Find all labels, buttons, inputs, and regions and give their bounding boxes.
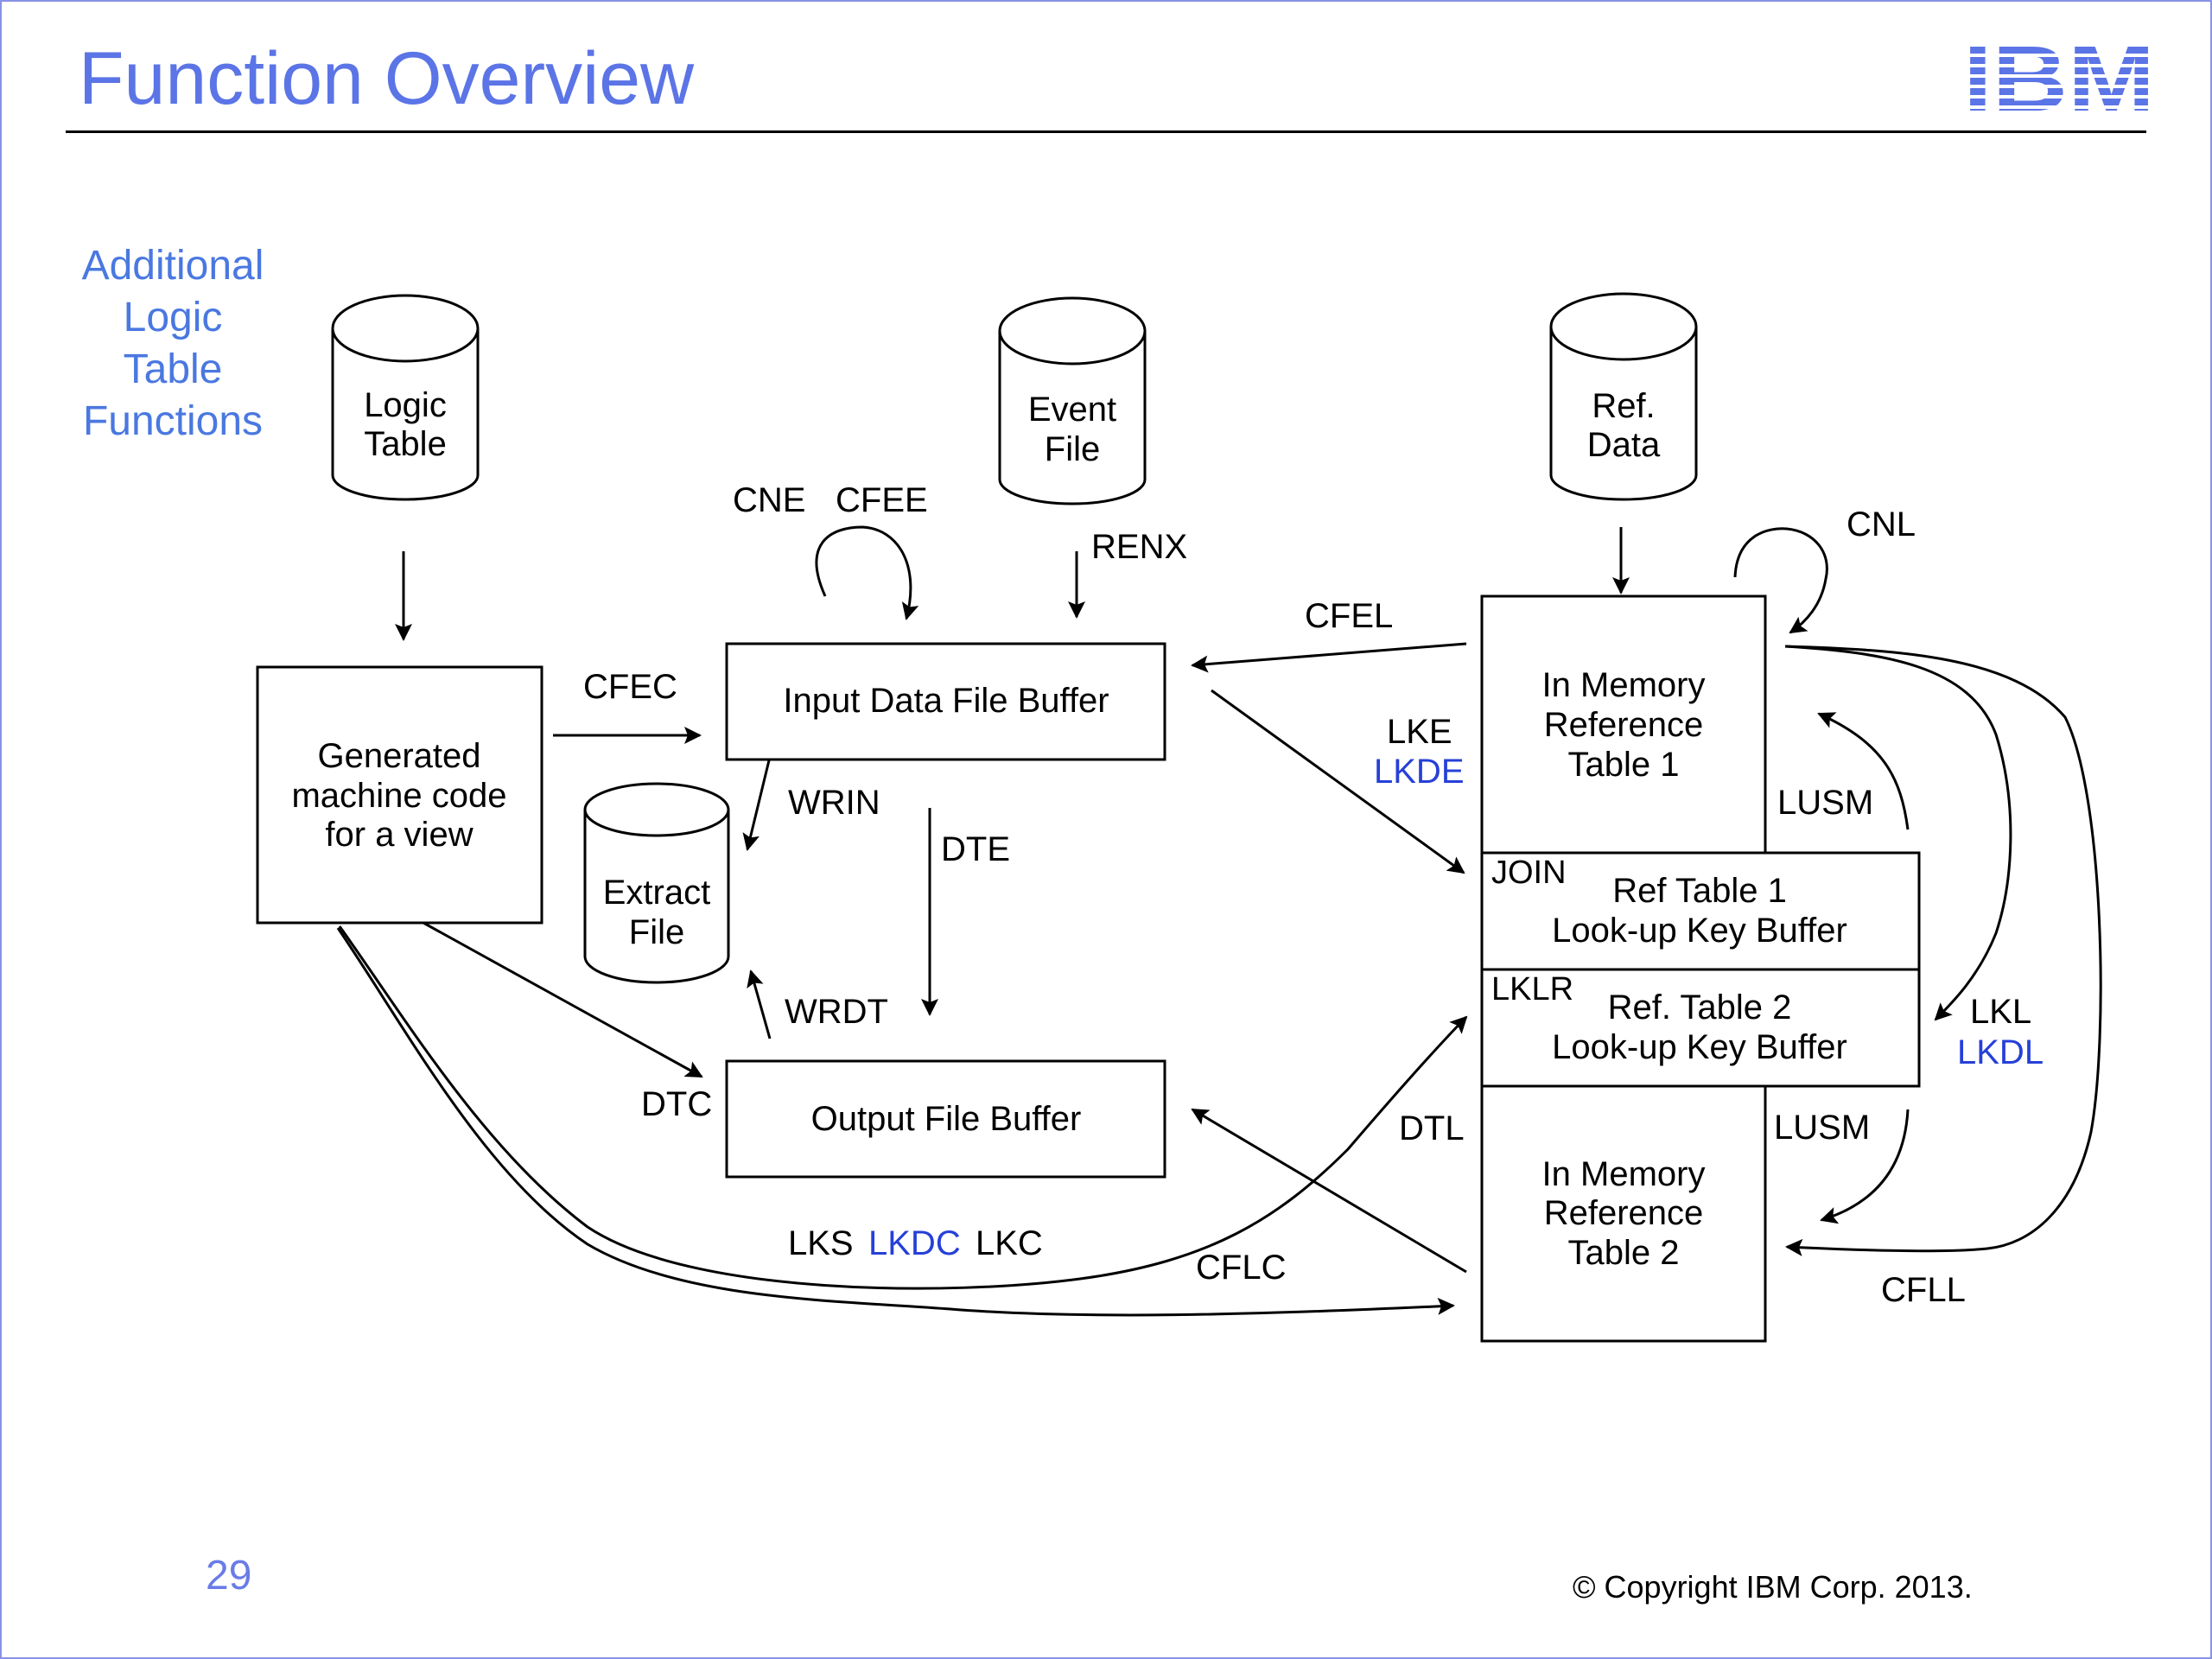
arrow-wrin [742, 760, 771, 851]
label-cfel: CFEL [1305, 597, 1393, 635]
extract-file-label: Extract [603, 874, 710, 912]
ref-data-label: Data [1587, 426, 1661, 464]
ibm-logo: IBM [1963, 36, 2156, 114]
label-wrdt: WRDT [785, 993, 888, 1031]
event-file-label: File [1045, 430, 1100, 468]
page-number: 29 [206, 1553, 252, 1599]
mem-ref-table-1-label: Reference [1544, 706, 1704, 744]
ref-data-label: Ref. [1592, 387, 1655, 425]
label-renx: RENX [1091, 528, 1187, 566]
arrow-lkl [1784, 645, 2012, 1021]
loop-cfee [815, 525, 919, 620]
sidebar-line: Logic [123, 295, 223, 340]
arrow-cflc [1191, 1108, 1467, 1274]
generated-code-box [256, 665, 543, 925]
arrow-wrdt [747, 969, 772, 1039]
mem-ref-table-1-label: In Memory [1542, 666, 1706, 704]
output-buffer-box [725, 1059, 1166, 1179]
label-cne: CNE [733, 481, 805, 519]
arrow-lusm-top [1817, 712, 1910, 830]
generated-code-label: for a view [325, 816, 473, 854]
sidebar-line: Table [123, 346, 223, 392]
logic-table-cylinder [331, 294, 480, 501]
logic-table-label: Table [364, 425, 447, 463]
label-lke: LKE [1387, 713, 1452, 751]
label-lkde: LKDE [1374, 753, 1465, 791]
ref-table-1-lookup-label: Look-up Key Buffer [1552, 912, 1847, 950]
extract-file-label: File [629, 913, 684, 951]
arrow-lks-lkc [338, 925, 1468, 1290]
title-divider [66, 130, 2146, 133]
generated-code-label: Generated [317, 737, 480, 775]
arrow-dtc [423, 921, 703, 1078]
label-cnl: CNL [1847, 505, 1916, 543]
ref-table-1-lookup-label: Ref Table 1 [1612, 872, 1787, 910]
event-file-label: Event [1028, 391, 1116, 429]
label-wrin: WRIN [788, 784, 880, 822]
sidebar-caption: Additional Logic Table Functions [52, 240, 294, 448]
extract-file-cylinder [583, 782, 730, 984]
arrow-lke [1211, 689, 1465, 874]
label-dtl: DTL [1399, 1109, 1465, 1147]
label-lusm-bottom: LUSM [1774, 1109, 1870, 1147]
ref-table-2-lookup-label: Look-up Key Buffer [1552, 1028, 1847, 1066]
copyright-notice: © Copyright IBM Corp. 2013. [1573, 1569, 1973, 1605]
label-lks: LKS [788, 1224, 854, 1262]
label-dtc: DTC [641, 1085, 712, 1123]
loop-cnl [1733, 527, 1828, 634]
label-lkc: LKC [976, 1224, 1043, 1262]
sidebar-line: Additional [81, 243, 264, 289]
slide-title: Function Overview [79, 37, 695, 120]
output-buffer-label: Output File Buffer [811, 1100, 1082, 1138]
label-lkdc: LKDC [868, 1224, 961, 1262]
label-cflc: CFLC [1196, 1249, 1286, 1287]
logic-table-label: Logic [364, 386, 447, 424]
generated-code-label: machine code [291, 777, 506, 815]
arrow-cfel [1191, 642, 1467, 673]
mem-ref-table-2-label: Table 2 [1568, 1234, 1680, 1272]
input-buffer-box [725, 642, 1166, 761]
label-lkdl: LKDL [1957, 1033, 2044, 1071]
label-cfec: CFEC [583, 668, 677, 706]
label-cfee: CFEE [836, 481, 928, 519]
mem-ref-table-1-label: Table 1 [1568, 746, 1680, 784]
sidebar-line: Functions [82, 398, 264, 444]
mem-ref-table-2-label: Reference [1544, 1194, 1704, 1232]
lklr-tag: LKLR [1491, 971, 1573, 1007]
arrow-lusm-bottom [1820, 1109, 1910, 1224]
arrow-cfll [1784, 645, 2102, 1256]
join-tag: JOIN [1491, 855, 1567, 891]
input-buffer-label: Input Data File Buffer [783, 682, 1109, 720]
event-file-cylinder [998, 296, 1147, 505]
label-dte: DTE [941, 830, 1010, 868]
arrow-lks-lkc-lower [336, 927, 1455, 1317]
mem-ref-table-2-label: In Memory [1542, 1155, 1706, 1193]
ref-table-2-lookup-label: Ref. Table 2 [1608, 988, 1792, 1027]
ref-data-cylinder [1549, 292, 1698, 501]
label-lusm-top: LUSM [1777, 784, 1873, 822]
mem-ref-table-2-box [1480, 1084, 1767, 1343]
label-lkl: LKL [1970, 993, 2031, 1031]
label-cfll: CFLL [1881, 1271, 1966, 1309]
